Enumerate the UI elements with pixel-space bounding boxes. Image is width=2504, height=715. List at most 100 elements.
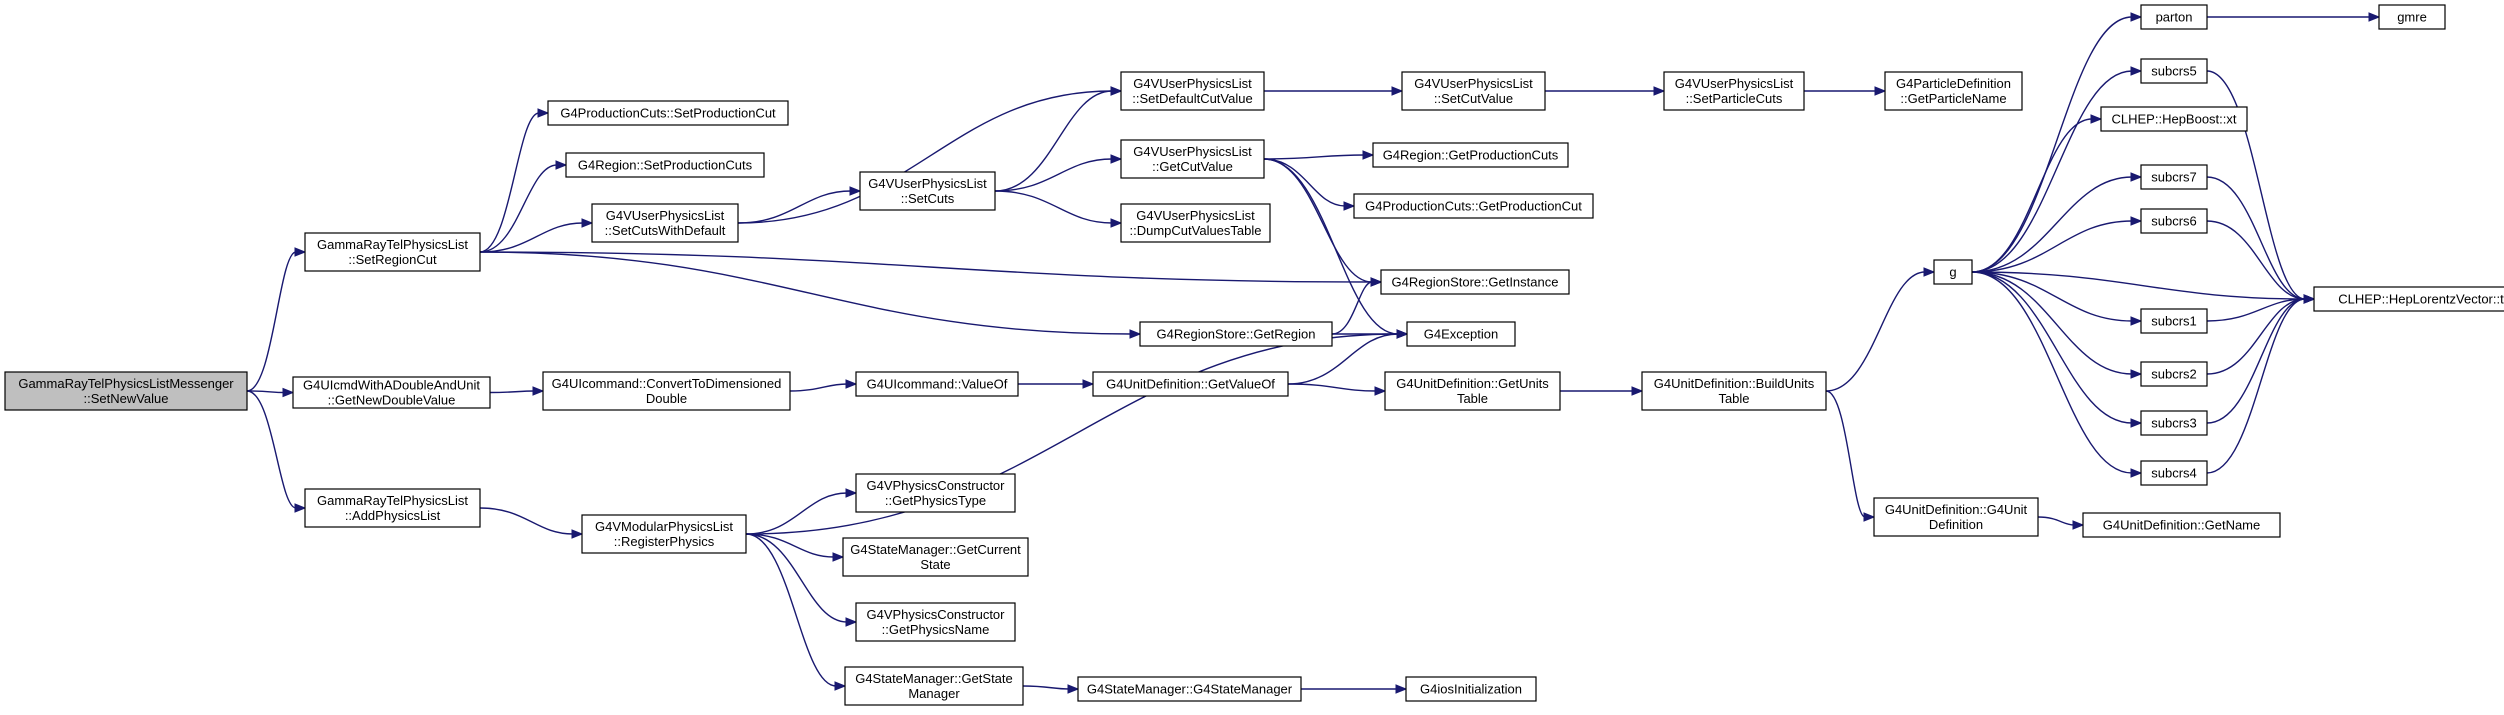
- node-label: Manager: [908, 686, 960, 701]
- edge-registerPhysics-to-getPhysicsName: [745, 533, 858, 627]
- node-box: [1372, 142, 1569, 168]
- edge-setCutValue-to-setParticleCuts: [1545, 86, 1666, 96]
- node-stateMgrCtor[interactable]: G4StateManager::G4StateManager: [1077, 676, 1302, 702]
- node-getNewDoubleValue[interactable]: G4UIcmdWithADoubleAndUnit::GetNewDoubleV…: [292, 376, 491, 409]
- edge-line: [479, 164, 558, 253]
- node-regionGetProdCuts[interactable]: G4Region::GetProductionCuts: [1372, 142, 1569, 168]
- edge-line: [745, 533, 835, 558]
- node-root[interactable]: GammaRayTelPhysicsListMessenger::SetNewV…: [4, 371, 248, 411]
- node-box: [4, 371, 248, 411]
- edge-setRegionCut-to-regionSetProdCuts: [479, 160, 568, 253]
- edge-line: [246, 251, 297, 392]
- node-hepLorentz[interactable]: CLHEP::HepLorentzVector::t: [2313, 286, 2504, 312]
- edge-line: [1971, 70, 2133, 273]
- edge-subcrs5-to-hepLorentz: [2206, 70, 2316, 304]
- node-subcrs5[interactable]: subcrs5: [2140, 58, 2208, 84]
- node-setRegionCut[interactable]: GammaRayTelPhysicsList::SetRegionCut: [304, 232, 481, 272]
- node-regionStoreGetRegion[interactable]: G4RegionStore::GetRegion: [1139, 321, 1333, 347]
- node-getPhysicsName[interactable]: G4VPhysicsConstructor::GetPhysicsName: [855, 602, 1016, 642]
- edge-line: [745, 492, 848, 535]
- arrowhead-icon: [2130, 216, 2143, 226]
- node-setParticleCuts[interactable]: G4VUserPhysicsList::SetParticleCuts: [1663, 71, 1805, 111]
- node-label: G4VUserPhysicsList: [1136, 208, 1255, 223]
- edge-g-to-subcrs6: [1971, 216, 2143, 273]
- arrowhead-icon: [1362, 150, 1375, 160]
- node-subcrs4[interactable]: subcrs4: [2140, 460, 2208, 486]
- arrowhead-icon: [2130, 172, 2143, 182]
- node-particleDefName[interactable]: G4ParticleDefinition::GetParticleName: [1884, 71, 2023, 111]
- node-unitDefCtor[interactable]: G4UnitDefinition::G4UnitDefinition: [1873, 497, 2039, 537]
- node-box: [1405, 676, 1537, 702]
- node-label: ::GetCutValue: [1152, 159, 1233, 174]
- node-getPhysicsType[interactable]: G4VPhysicsConstructor::GetPhysicsType: [855, 473, 1016, 513]
- edge-registerPhysics-to-g4exception: [745, 329, 1409, 535]
- node-hepBoost[interactable]: CLHEP::HepBoost::xt: [2100, 106, 2248, 132]
- node-regionStoreGetInstance[interactable]: G4RegionStore::GetInstance: [1380, 269, 1570, 295]
- edge-line: [1825, 390, 1866, 518]
- edge-line: [1263, 158, 1399, 335]
- node-subcrs3[interactable]: subcrs3: [2140, 410, 2208, 436]
- node-iosInit[interactable]: G4iosInitialization: [1405, 676, 1537, 702]
- edge-buildUnitsTable-to-g: [1825, 267, 1936, 392]
- node-label: ::AddPhysicsList: [345, 508, 441, 523]
- node-label: gmre: [2397, 10, 2427, 25]
- node-label: ::SetCutsWithDefault: [605, 223, 726, 238]
- arrowhead-icon: [1863, 512, 1876, 522]
- node-setDefaultCutValue[interactable]: G4VUserPhysicsList::SetDefaultCutValue: [1120, 71, 1265, 111]
- edge-buildUnitsTable-to-unitDefCtor: [1825, 390, 1876, 522]
- edge-line: [1971, 271, 2133, 424]
- node-g4exception[interactable]: G4Exception: [1406, 321, 1516, 347]
- node-subcrs2[interactable]: subcrs2: [2140, 361, 2208, 387]
- node-label: Definition: [1929, 517, 1983, 532]
- node-gmre[interactable]: gmre: [2378, 4, 2446, 30]
- node-prodCutSet[interactable]: G4ProductionCuts::SetProductionCut: [547, 100, 789, 126]
- arrowhead-icon: [1374, 386, 1387, 396]
- edge-setCuts-to-getCutValue: [994, 154, 1123, 192]
- node-label: G4VUserPhysicsList: [1414, 76, 1533, 91]
- node-label: ::SetRegionCut: [348, 252, 437, 267]
- node-setCuts[interactable]: G4VUserPhysicsList::SetCuts: [859, 171, 996, 211]
- arrowhead-icon: [555, 160, 568, 170]
- arrowhead-icon: [1874, 86, 1887, 96]
- edge-setRegionCut-to-regionStoreGetInstance: [479, 251, 1383, 287]
- node-regionSetProdCuts[interactable]: G4Region::SetProductionCuts: [565, 152, 765, 178]
- node-unitGetName[interactable]: G4UnitDefinition::GetName: [2082, 512, 2281, 538]
- node-label: G4UnitDefinition::GetName: [2103, 518, 2261, 533]
- edge-setCuts-to-setDefaultCutValue: [994, 86, 1123, 192]
- edge-addPhysicsList-to-registerPhysics: [479, 507, 584, 539]
- node-prodCutGet[interactable]: G4ProductionCuts::GetProductionCut: [1353, 193, 1594, 219]
- arrowhead-icon: [1343, 201, 1356, 211]
- node-subcrs1[interactable]: subcrs1: [2140, 308, 2208, 334]
- node-box: [1406, 321, 1516, 347]
- edge-root-to-getNewDoubleValue: [246, 387, 295, 398]
- node-getCutValue[interactable]: G4VUserPhysicsList::GetCutValue: [1120, 139, 1265, 179]
- node-subcrs6[interactable]: subcrs6: [2140, 208, 2208, 234]
- node-label: parton: [2156, 10, 2193, 25]
- node-g[interactable]: g: [1933, 259, 1973, 285]
- node-label: G4ProductionCuts::SetProductionCut: [560, 106, 776, 121]
- node-dumpCutValues[interactable]: G4VUserPhysicsList::DumpCutValuesTable: [1120, 203, 1271, 243]
- node-addPhysicsList[interactable]: GammaRayTelPhysicsList::AddPhysicsList: [304, 488, 481, 528]
- node-registerPhysics[interactable]: G4VModularPhysicsList::RegisterPhysics: [581, 514, 747, 554]
- edge-line: [246, 390, 285, 394]
- node-box: [1120, 203, 1271, 243]
- edge-line: [1263, 158, 1373, 283]
- node-box: [1933, 259, 1973, 285]
- node-setCutValue[interactable]: G4VUserPhysicsList::SetCutValue: [1401, 71, 1546, 111]
- node-label: ::GetParticleName: [1900, 91, 2006, 106]
- node-subcrs7[interactable]: subcrs7: [2140, 164, 2208, 190]
- node-box: [1663, 71, 1805, 111]
- node-uiValueOf[interactable]: G4UIcommand::ValueOf: [855, 371, 1019, 397]
- node-unitGetValueOf[interactable]: G4UnitDefinition::GetValueOf: [1092, 371, 1289, 397]
- node-parton[interactable]: parton: [2140, 4, 2208, 30]
- edge-line: [489, 390, 535, 394]
- node-setCutsWithDefault[interactable]: G4VUserPhysicsList::SetCutsWithDefault: [591, 203, 739, 243]
- node-box: [2140, 361, 2208, 387]
- edge-getNewDoubleValue-to-convertToDim: [489, 386, 545, 396]
- edge-line: [479, 222, 584, 253]
